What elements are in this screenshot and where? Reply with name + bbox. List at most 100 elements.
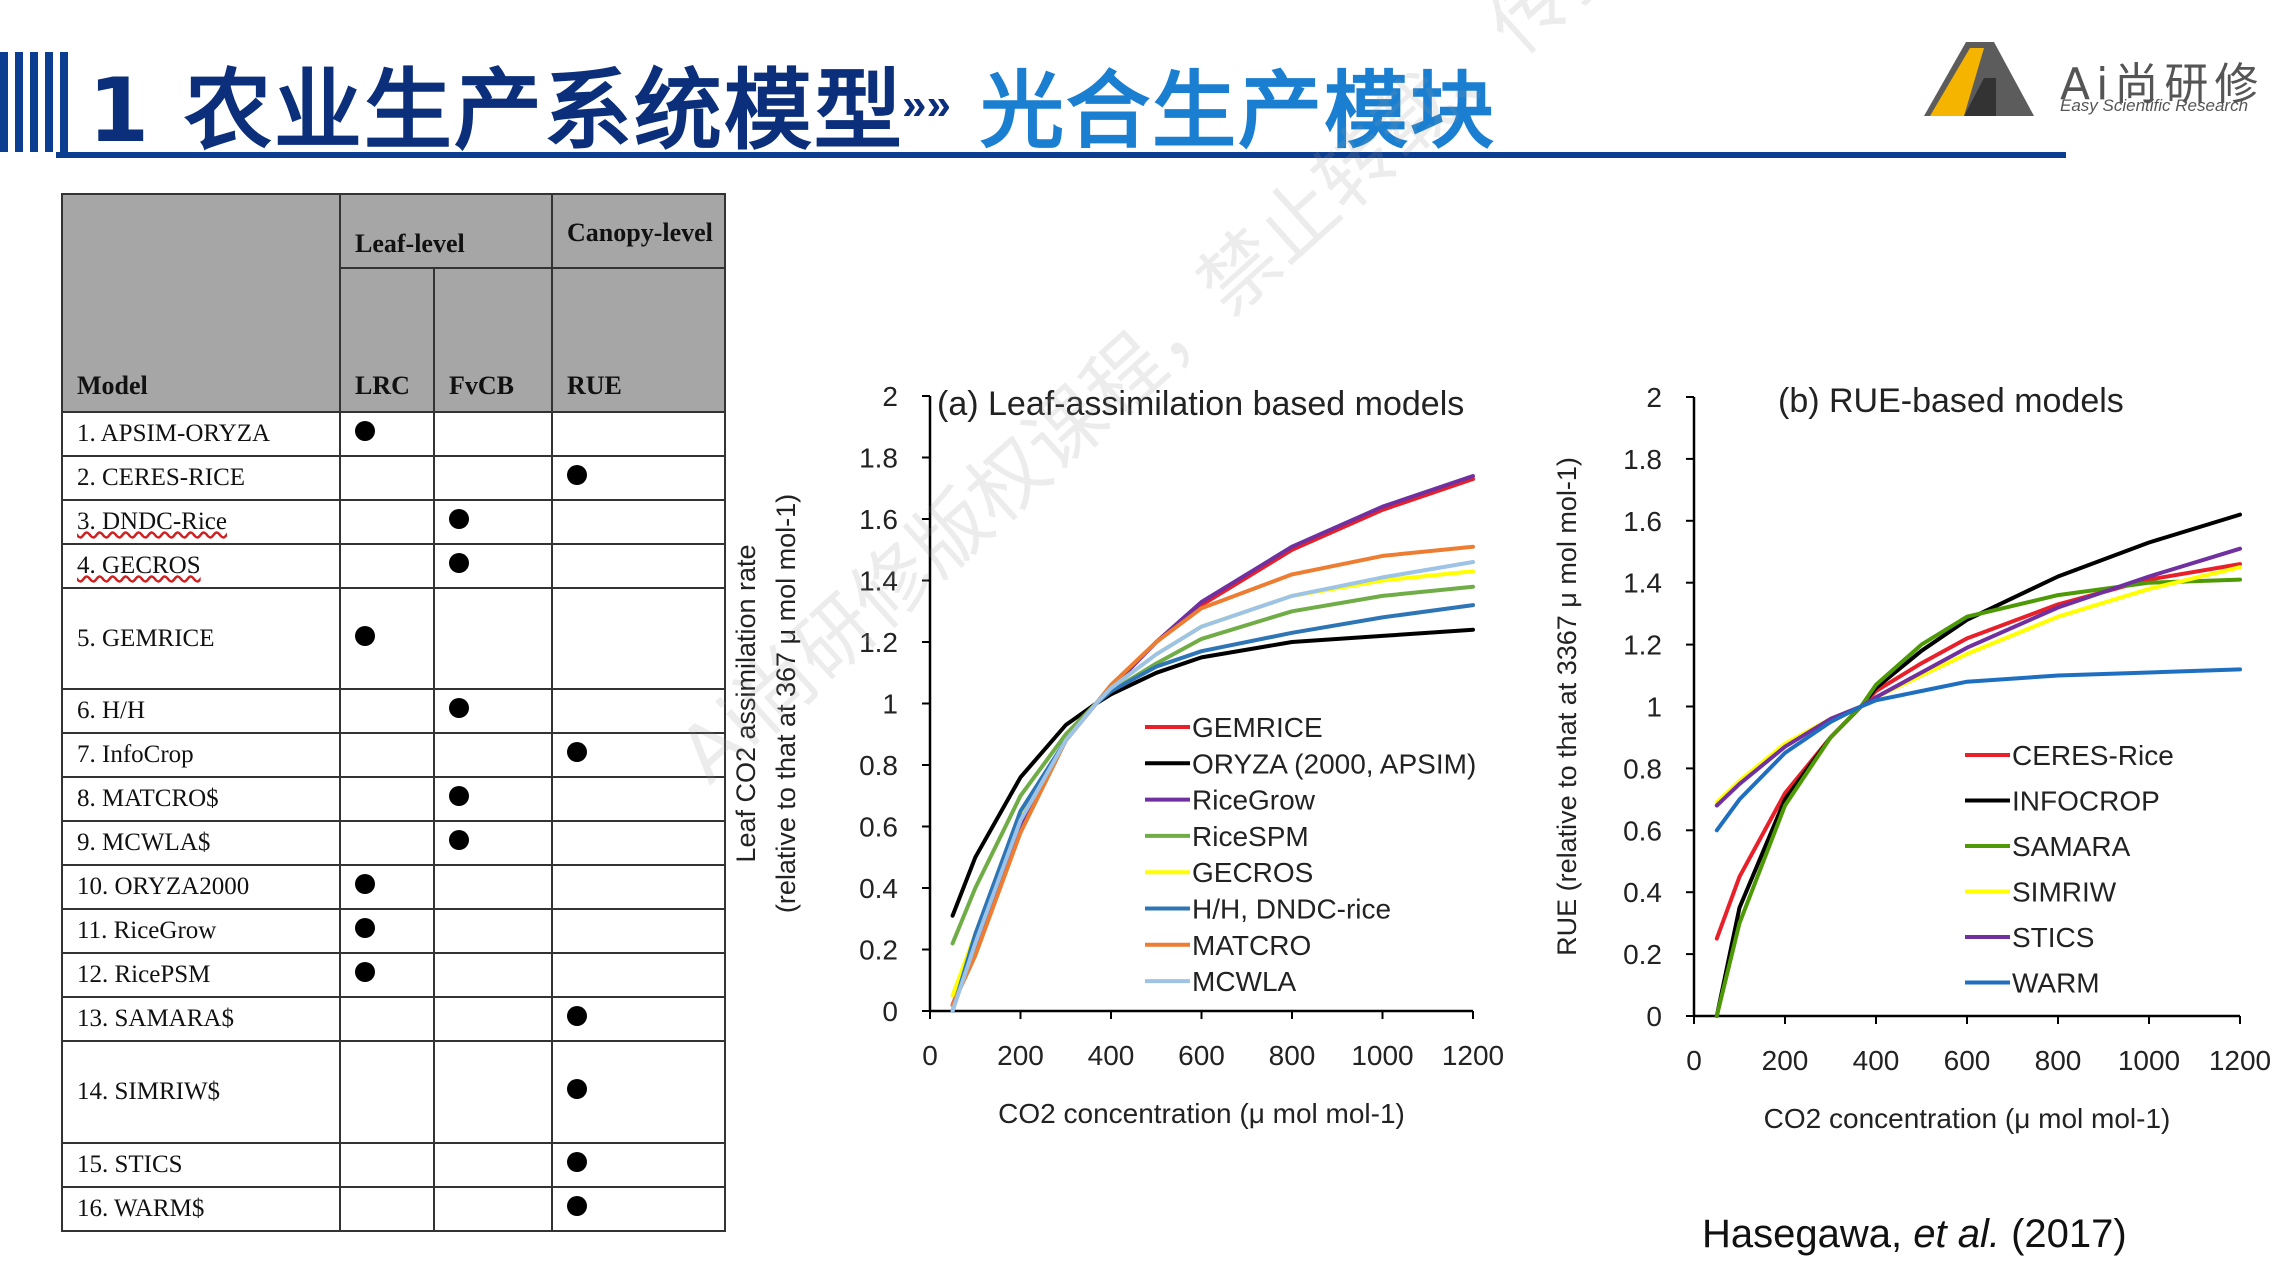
x-tick-label: 800 [1269, 1040, 1316, 1071]
model-name: 4. GECROS [61, 543, 341, 589]
marker-dot [567, 1152, 587, 1172]
x-tick-label: 400 [1853, 1045, 1900, 1076]
citation: Hasegawa, et al. (2017) [1702, 1212, 2127, 1257]
x-tick-label: 1000 [2118, 1045, 2180, 1076]
series-line [950, 560, 1475, 1013]
y-tick-label: 1.6 [859, 504, 898, 535]
y-tick-label: 0.4 [1623, 877, 1662, 908]
table-row: 14. SIMRIW$ [61, 1040, 726, 1144]
model-name: 11. RiceGrow [61, 908, 341, 954]
logo-icon [1924, 42, 2034, 116]
cell-fvcb [433, 455, 553, 501]
model-name: 3. DNDC-Rice [61, 499, 341, 545]
model-name: 15. STICS [61, 1142, 341, 1188]
x-tick-label: 1200 [2209, 1045, 2271, 1076]
model-name: 5. GEMRICE [61, 587, 341, 690]
cell-rue [551, 820, 726, 866]
cell-rue [551, 776, 726, 822]
table-row: 12. RicePSM [61, 952, 726, 998]
cell-fvcb [433, 1142, 553, 1188]
model-name: 1. APSIM-ORYZA [61, 411, 341, 457]
model-name: 6. H/H [61, 688, 341, 734]
y-tick-label: 0 [882, 996, 898, 1027]
model-name: 14. SIMRIW$ [61, 1040, 341, 1144]
marker-dot [449, 553, 469, 573]
model-name: 10. ORYZA2000 [61, 864, 341, 910]
y-tick-label: 1.4 [859, 566, 898, 597]
title-separator: »» [902, 80, 951, 129]
y-axis-label: RUE (relative to that at 3367 μ mol mol-… [1552, 457, 1582, 956]
table-row: 4. GECROS [61, 543, 726, 589]
legend-label: GECROS [1192, 857, 1313, 888]
series-line [950, 627, 1475, 918]
table-row: 1. APSIM-ORYZA [61, 411, 726, 457]
legend-label: RiceGrow [1192, 785, 1316, 816]
x-tick-label: 200 [1762, 1045, 1809, 1076]
x-tick-label: 200 [997, 1040, 1044, 1071]
y-tick-label: 0 [1646, 1001, 1662, 1032]
legend-label: RiceSPM [1192, 821, 1309, 852]
cell-fvcb [433, 732, 553, 778]
cell-lrc [339, 996, 435, 1042]
cell-lrc [339, 952, 435, 998]
marker-dot [449, 698, 469, 718]
cell-rue [551, 543, 726, 589]
table-row: 7. InfoCrop [61, 732, 726, 778]
cell-fvcb [433, 543, 553, 589]
cell-rue [551, 1142, 726, 1188]
cell-lrc [339, 1040, 435, 1144]
x-axis-label: CO2 concentration (μ mol mol-1) [998, 1098, 1405, 1129]
x-tick-label: 1000 [1351, 1040, 1413, 1071]
citation-etal: et al. [1913, 1212, 2000, 1256]
cell-fvcb [433, 864, 553, 910]
cell-fvcb [433, 820, 553, 866]
series-line [1714, 667, 2242, 833]
header-lrc: LRC [339, 267, 435, 413]
cell-fvcb [433, 1186, 553, 1232]
x-tick-label: 1200 [1442, 1040, 1504, 1071]
cell-lrc [339, 688, 435, 734]
table-row: 16. WARM$ [61, 1186, 726, 1232]
model-name: 13. SAMARA$ [61, 996, 341, 1042]
cell-fvcb [433, 952, 553, 998]
y-tick-label: 0.2 [859, 935, 898, 966]
model-table: Model Leaf-level Canopy-level LRC FvCB R… [61, 193, 726, 1232]
y-tick-label: 0.8 [1623, 753, 1662, 784]
header-leaf-level: Leaf-level [339, 193, 553, 269]
cell-lrc [339, 411, 435, 457]
page-title: 1 农业生产系统模型 [88, 59, 904, 162]
cell-lrc [339, 732, 435, 778]
y-tick-label: 2 [1646, 382, 1662, 413]
cell-fvcb [433, 688, 553, 734]
cell-fvcb [433, 776, 553, 822]
cell-lrc [339, 908, 435, 954]
header-accent-bars [0, 52, 68, 152]
legend-label: SIMRIW [2012, 877, 2117, 908]
cell-rue [551, 499, 726, 545]
cell-lrc [339, 1186, 435, 1232]
model-name: 9. MCWLA$ [61, 820, 341, 866]
cell-rue [551, 1186, 726, 1232]
table-row: 9. MCWLA$ [61, 820, 726, 866]
table-row: 2. CERES-RICE [61, 455, 726, 501]
marker-dot [355, 625, 375, 646]
y-tick-label: 1 [1646, 692, 1662, 723]
cell-fvcb [433, 996, 553, 1042]
table-row: 5. GEMRICE [61, 587, 726, 690]
y-axis-label: Leaf CO2 assimilation rate [731, 544, 761, 862]
y-tick-label: 2 [882, 381, 898, 412]
table-row: 15. STICS [61, 1142, 726, 1188]
series-line [1714, 577, 2242, 1018]
header-canopy-level: Canopy-level [551, 193, 726, 269]
cell-fvcb [433, 499, 553, 545]
model-name: 12. RicePSM [61, 952, 341, 998]
citation-authors: Hasegawa, [1702, 1212, 1903, 1256]
legend-label: SAMARA [2012, 831, 2131, 862]
cell-lrc [339, 776, 435, 822]
marker-dot [355, 918, 375, 938]
y-tick-label: 1.2 [1623, 630, 1662, 661]
cell-rue [551, 864, 726, 910]
marker-dot [449, 509, 469, 529]
y-tick-label: 1.6 [1623, 506, 1662, 537]
